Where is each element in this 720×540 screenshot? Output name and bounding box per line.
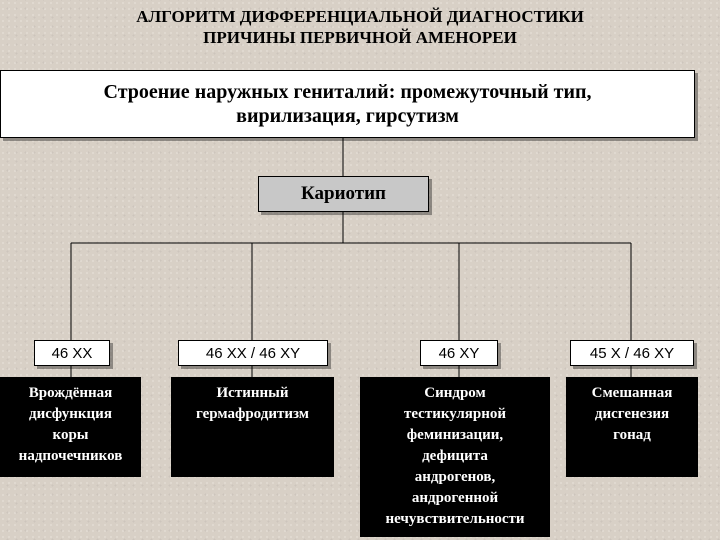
diagram-title: АЛГОРИТМ ДИФФЕРЕНЦИАЛЬНОЙ ДИАГНОСТИКИ ПР…: [136, 7, 584, 47]
root-node-label: Строение наружных гениталий: промежуточн…: [103, 81, 592, 127]
karyotype-45x-46xy-label: 45 X / 46 XY: [589, 344, 675, 362]
karyotype-node-label: Кариотип: [300, 183, 387, 204]
karyotype-node: Кариотип: [258, 176, 429, 212]
diagnosis-node-3: Синдром тестикулярной феминизации, дефиц…: [360, 377, 550, 537]
karyotype-45x-46xy-node: 45 X / 46 XY: [570, 340, 694, 366]
diagnosis-label-3: Синдром тестикулярной феминизации, дефиц…: [385, 385, 525, 527]
diagnosis-label-4: Смешанная дисгенезия гонад: [591, 385, 673, 443]
diagnosis-node-4: Смешанная дисгенезия гонад: [566, 377, 698, 477]
diagnosis-node-2: Истинный гермафродитизм: [171, 377, 334, 477]
diagnosis-label-1: Врождённая дисфункция коры надпочечников: [18, 385, 123, 464]
root-node: Строение наружных гениталий: промежуточн…: [0, 70, 695, 138]
diagnosis-node-1: Врождённая дисфункция коры надпочечников: [0, 377, 141, 477]
karyotype-46xx-label: 46 XX: [51, 344, 93, 362]
karyotype-46xy-label: 46 XY: [438, 344, 480, 362]
diagnosis-label-2: Истинный гермафродитизм: [195, 385, 310, 422]
karyotype-46xy-node: 46 XY: [420, 340, 498, 366]
karyotype-46xx-46xy-label: 46 XX / 46 XY: [205, 344, 301, 362]
karyotype-46xx-46xy-node: 46 XX / 46 XY: [178, 340, 328, 366]
karyotype-46xx-node: 46 XX: [34, 340, 110, 366]
